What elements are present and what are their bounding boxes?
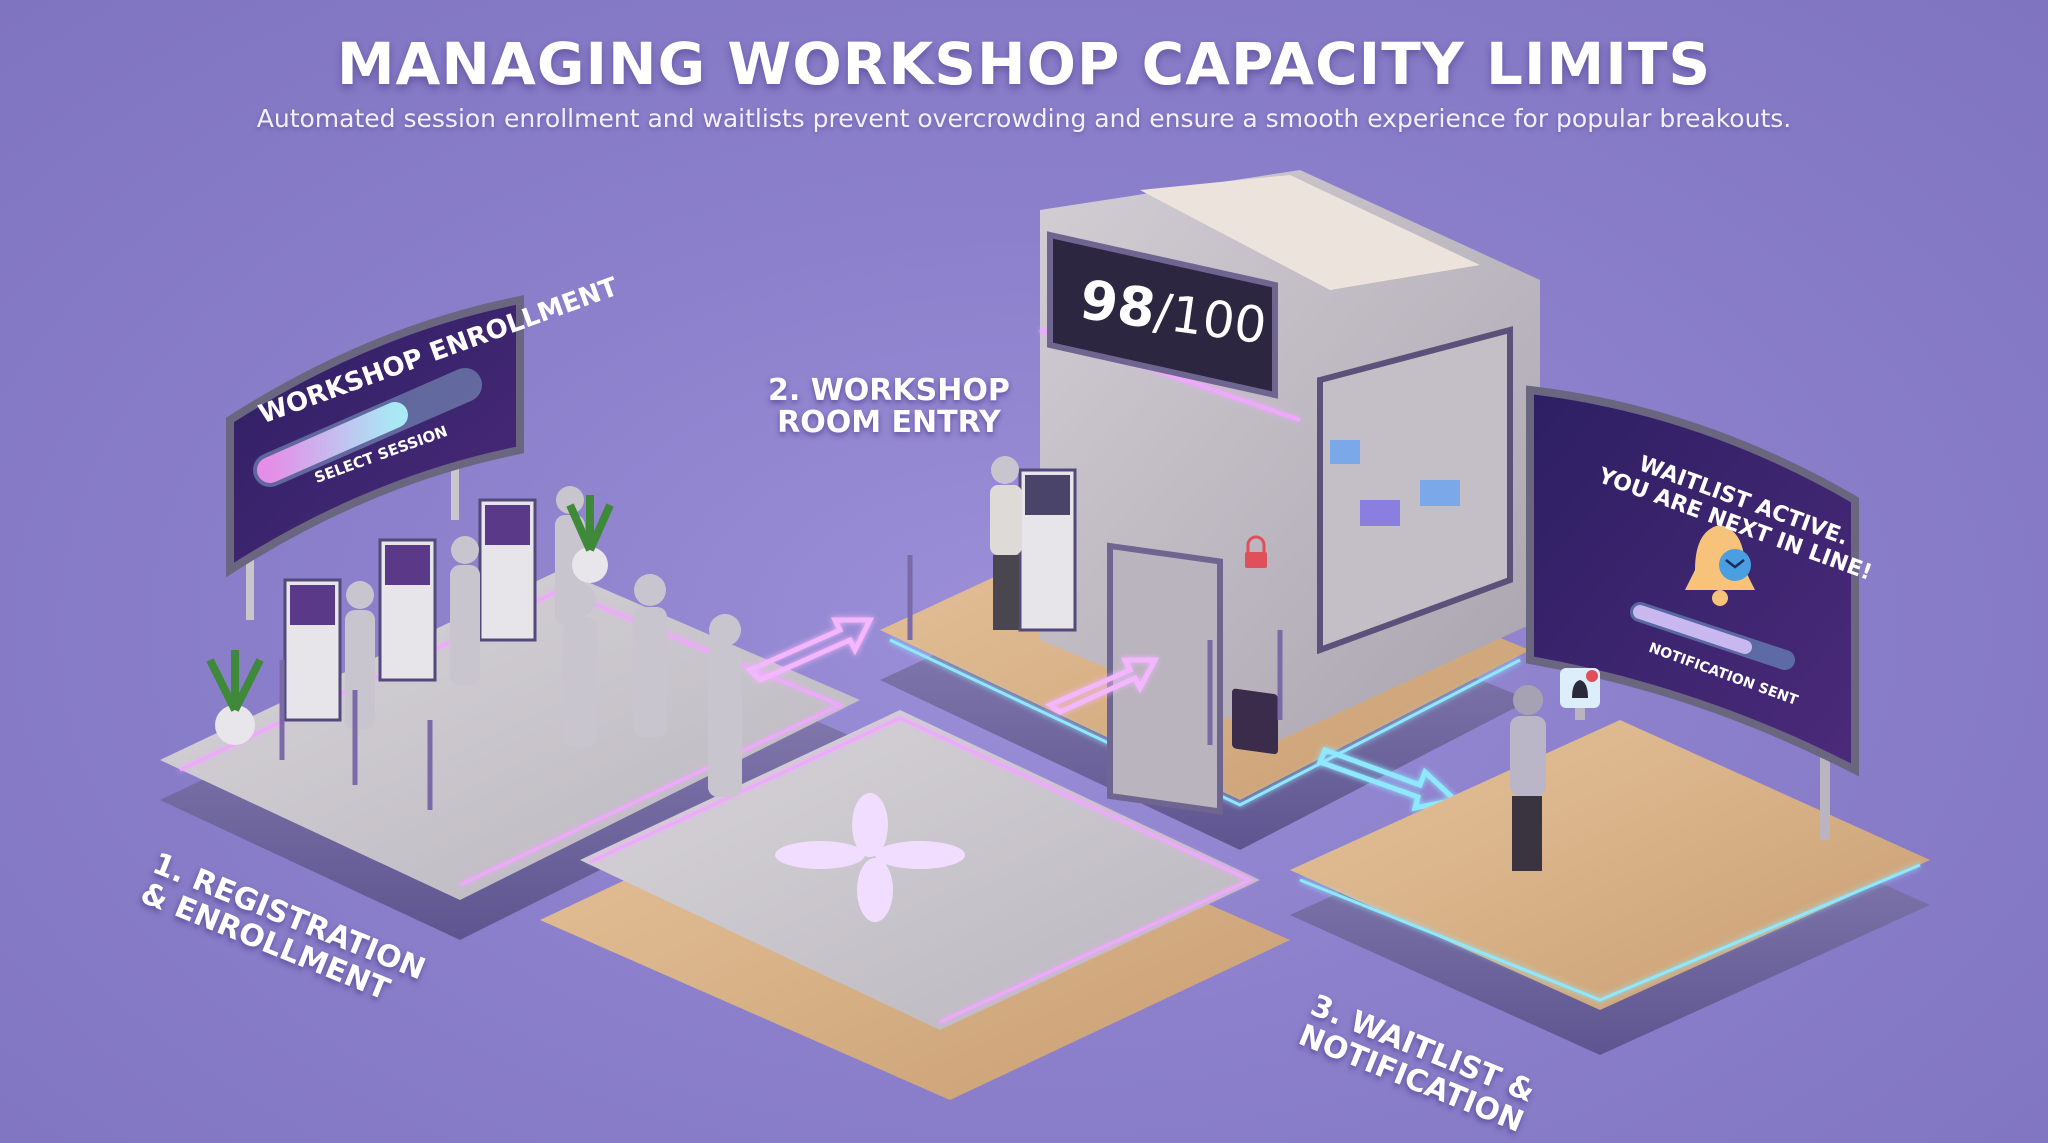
platform-waitlist: [1290, 720, 1930, 1055]
walkway-platform: [540, 710, 1290, 1100]
stanchion-barriers: [279, 555, 1283, 810]
workshop-room: [1039, 170, 1540, 815]
bell-notification-icon: [1560, 668, 1600, 708]
enrollment-progress-bar: [253, 368, 482, 487]
capacity-current: 98: [1076, 268, 1160, 341]
room-laptops: [1330, 440, 1460, 526]
mail-icon: [1719, 549, 1751, 581]
entry-scan-kiosk: [990, 456, 1077, 632]
lock-icon: [1232, 535, 1278, 755]
neon-arrows: [745, 617, 1461, 812]
capacity-display-board: [1047, 231, 1278, 399]
entry-door: [1107, 542, 1223, 815]
step-label-room-entry: 2. WORKSHOP ROOM ENTRY: [768, 375, 1010, 438]
page-subtitle: Automated session enrollment and waitlis…: [256, 104, 1792, 133]
step2-line2: ROOM ENTRY: [777, 404, 1001, 440]
enrollment-screen: [226, 295, 524, 620]
potted-plants: [206, 495, 614, 745]
waitlist-progress-bar: [1630, 602, 1795, 670]
waitlist-person: [1510, 668, 1600, 871]
floor-flower-logo: [775, 793, 965, 922]
registration-kiosks: [283, 498, 537, 722]
capacity-max: 100: [1167, 284, 1271, 356]
queue-people: [345, 486, 742, 797]
page-title: MANAGING WORKSHOP CAPACITY LIMITS: [336, 30, 1712, 98]
step2-line1: 2. WORKSHOP: [768, 373, 1010, 408]
waitlist-screen: [1526, 385, 1859, 840]
